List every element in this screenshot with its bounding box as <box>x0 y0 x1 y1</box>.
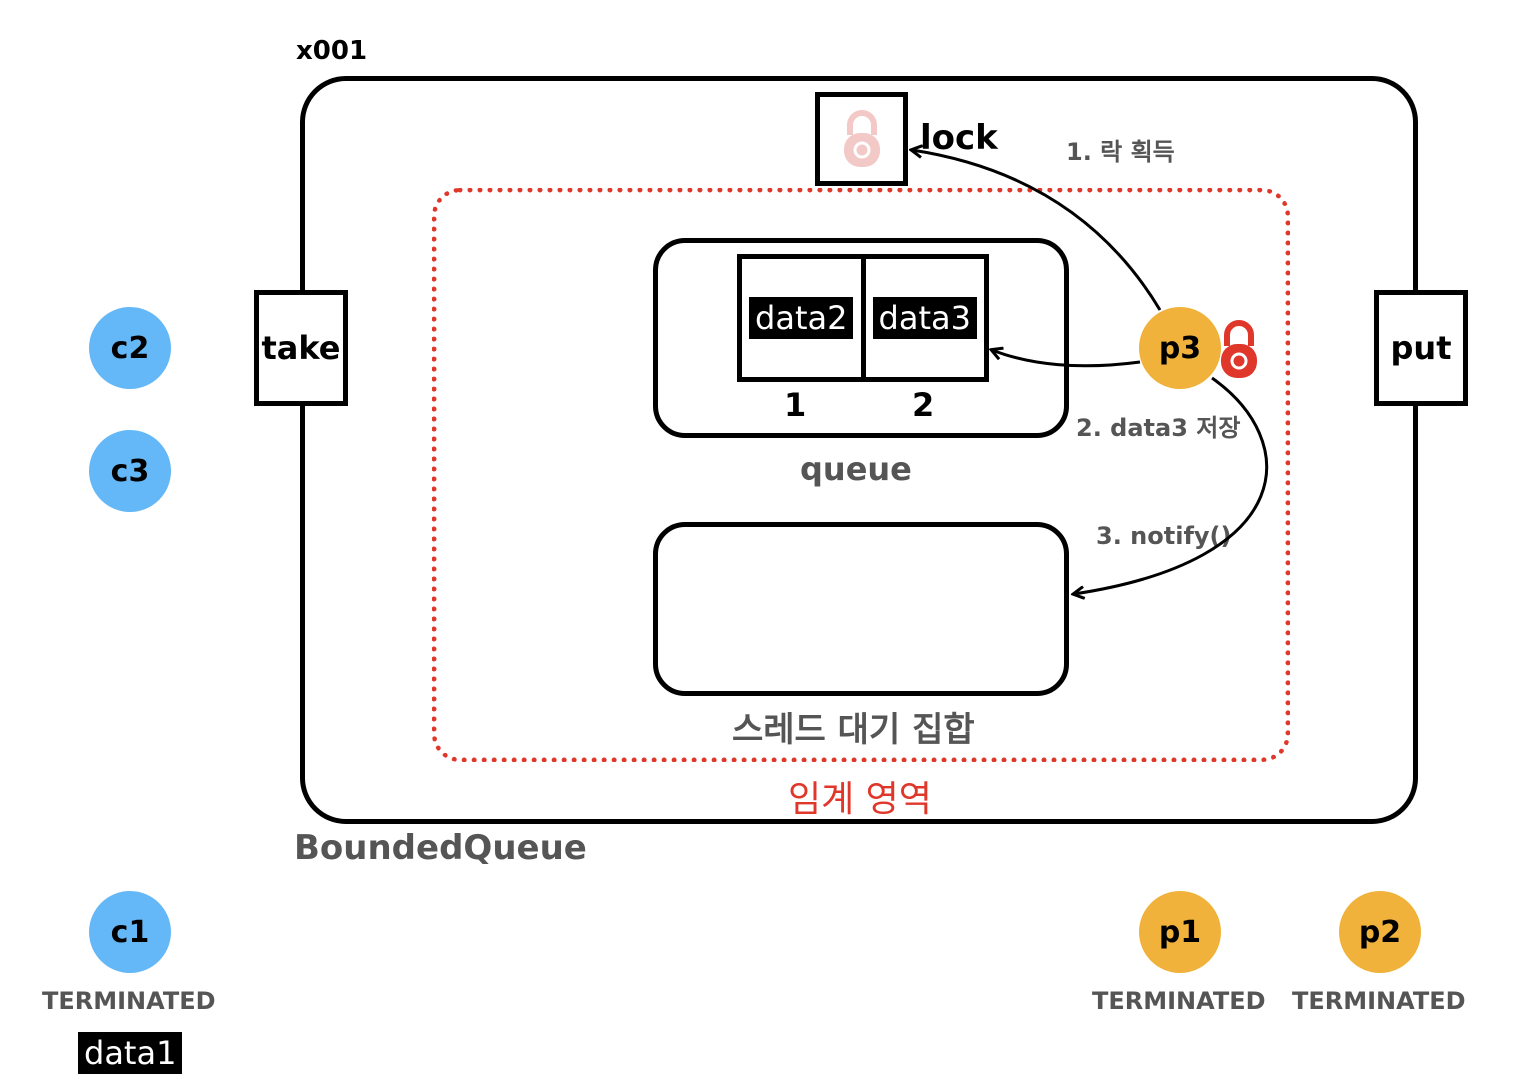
queue-index-2: 2 <box>912 386 935 424</box>
wait-set-box <box>653 522 1069 696</box>
queue-slot-1-value: data2 <box>749 297 854 339</box>
queue-slot-1: data2 <box>742 259 861 377</box>
step3-label: 3. notify() <box>1096 522 1232 550</box>
queue-index-1: 1 <box>784 386 807 424</box>
thread-c1: c1 <box>89 891 171 973</box>
step1-label: 1. 락 획득 <box>1066 138 1175 166</box>
queue-slots: data2 data3 <box>737 254 989 382</box>
bounded-queue-box <box>300 76 1418 824</box>
bounded-queue-label: BoundedQueue <box>294 828 587 868</box>
padlock-icon <box>843 110 880 167</box>
lock-label: lock <box>920 118 998 158</box>
critical-section-box <box>432 188 1290 762</box>
thread-c1-state: TERMINATED <box>42 987 216 1015</box>
thread-p2: p2 <box>1339 891 1421 973</box>
lock-box <box>815 92 908 186</box>
wait-set-label: 스레드 대기 집합 <box>732 710 975 750</box>
active-lock-icon <box>1221 320 1257 378</box>
thread-p2-state: TERMINATED <box>1292 987 1466 1015</box>
arrow-acquire-lock <box>912 150 1162 311</box>
arrow-store-data <box>992 350 1141 368</box>
take-method-box: take <box>254 290 348 406</box>
thread-p3: p3 <box>1139 307 1221 389</box>
thread-p1: p1 <box>1139 891 1221 973</box>
arrow-notify <box>1074 376 1268 594</box>
put-method-box: put <box>1374 290 1468 406</box>
queue-slot-2-value: data3 <box>872 297 977 339</box>
queue-slot-2: data3 <box>860 259 985 377</box>
step2-label: 2. data3 저장 <box>1076 414 1241 442</box>
critical-section-label: 임계 영역 <box>788 779 932 820</box>
thread-c2: c2 <box>89 307 171 389</box>
queue-label: queue <box>800 450 912 488</box>
thread-p1-state: TERMINATED <box>1092 987 1266 1015</box>
thread-c1-data: data1 <box>78 1032 183 1074</box>
queue-box <box>653 238 1069 438</box>
object-id: x001 <box>296 36 368 66</box>
thread-c3: c3 <box>89 430 171 512</box>
